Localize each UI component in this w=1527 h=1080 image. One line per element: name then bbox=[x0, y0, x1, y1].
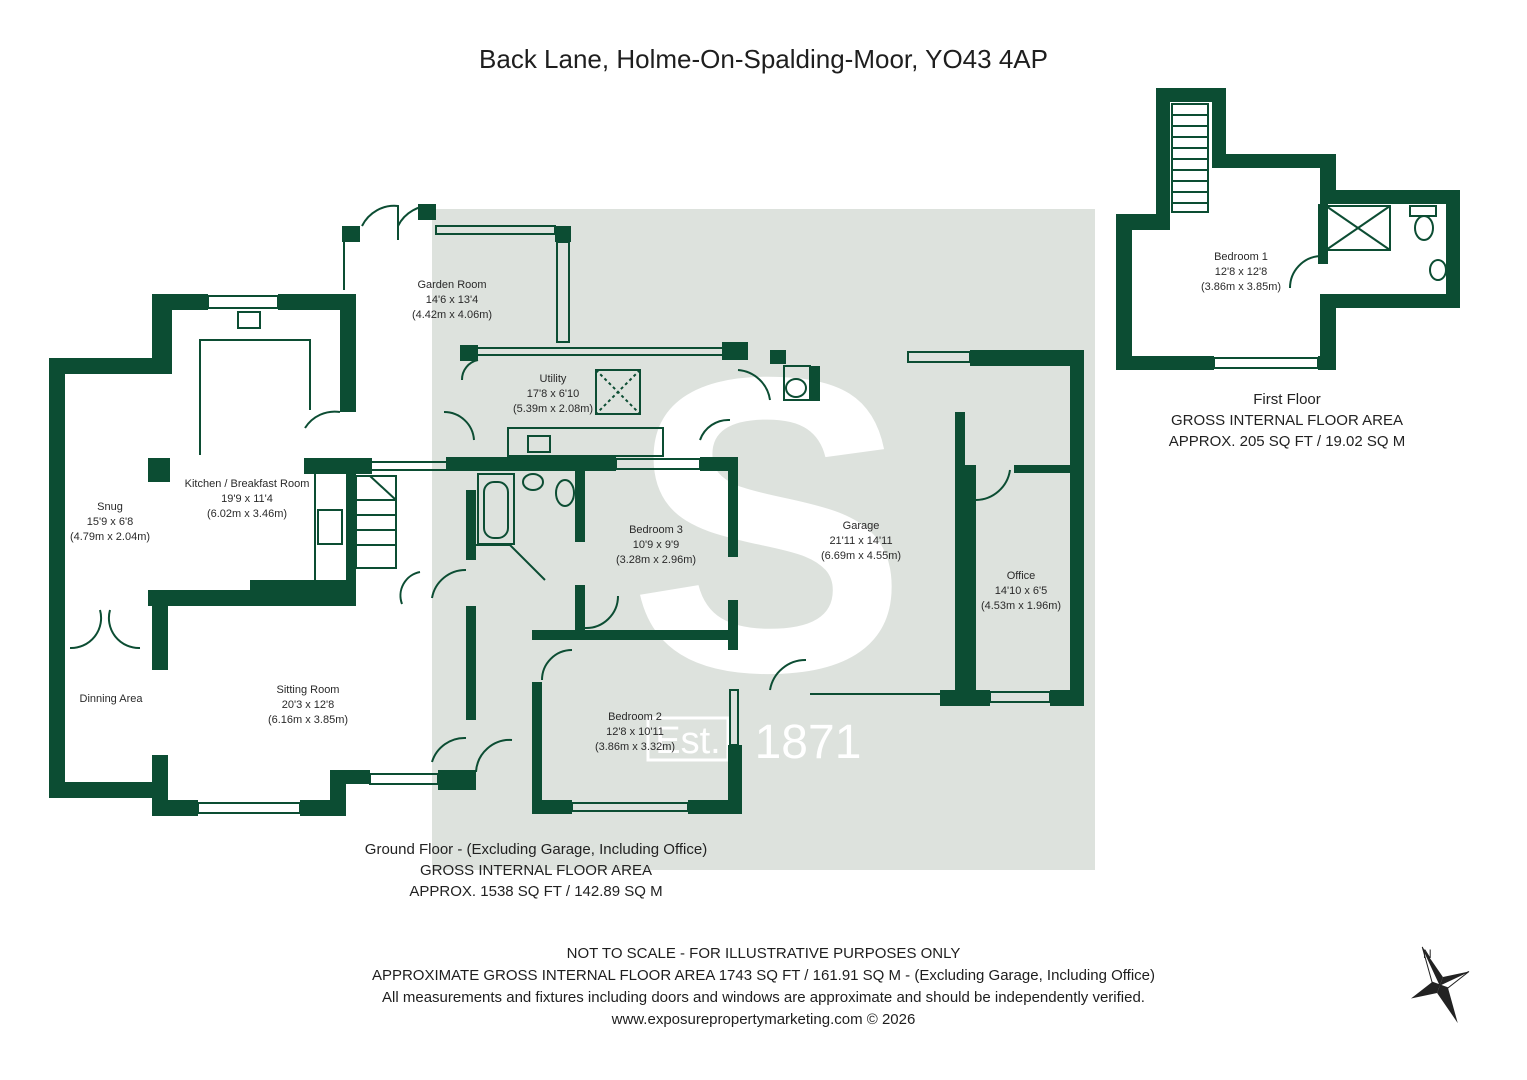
room-name: Bedroom 2 bbox=[608, 711, 662, 723]
ground-floor-area-title: GROSS INTERNAL FLOOR AREA bbox=[419, 862, 652, 879]
first-floor-label: First Floor bbox=[1253, 391, 1321, 408]
room-imperial: 10'9 x 9'9 bbox=[632, 539, 680, 551]
room-name: Sitting Room bbox=[276, 684, 340, 696]
watermark: S Est. 1871 bbox=[432, 209, 1095, 870]
footer-notes: NOT TO SCALE - FOR ILLUSTRATIVE PURPOSES… bbox=[0, 943, 1527, 1031]
room-name: Utility bbox=[539, 373, 567, 385]
watermark-letter: S bbox=[628, 291, 908, 760]
room-metric: (3.86m x 3.85m) bbox=[1200, 281, 1282, 293]
room-office: Office 14'10 x 6'5 (4.53m x 1.96m) bbox=[981, 569, 1061, 614]
first-floor-area-title: GROSS INTERNAL FLOOR AREA bbox=[1170, 412, 1403, 429]
room-metric: (5.39m x 2.08m) bbox=[512, 403, 594, 415]
room-name: Garage bbox=[842, 520, 880, 532]
room-sitting-room: Sitting Room 20'3 x 12'8 (6.16m x 3.85m) bbox=[268, 683, 348, 728]
room-bedroom-3: Bedroom 3 10'9 x 9'9 (3.28m x 2.96m) bbox=[616, 523, 696, 568]
footer-disclaimer: All measurements and fixtures including … bbox=[382, 989, 1145, 1006]
room-snug: Snug 15'9 x 6'8 (4.79m x 2.04m) bbox=[70, 500, 150, 545]
room-bedroom-1: Bedroom 1 12'8 x 12'8 (3.86m x 3.85m) bbox=[1201, 250, 1281, 295]
room-imperial: 14'6 x 13'4 bbox=[425, 294, 479, 306]
room-imperial: 21'11 x 14'11 bbox=[829, 535, 893, 547]
room-name: Snug bbox=[97, 501, 123, 513]
compass-north-label: N bbox=[1423, 947, 1432, 961]
first-floor-area-value: APPROX. 205 SQ FT / 19.02 SQ M bbox=[1168, 433, 1406, 450]
ground-floor-area-value: APPROX. 1538 SQ FT / 142.89 SQ M bbox=[409, 883, 663, 900]
ground-floor-lines bbox=[51, 204, 1083, 814]
room-metric: (6.69m x 4.55m) bbox=[820, 550, 902, 562]
room-imperial: 17'8 x 6'10 bbox=[526, 388, 580, 400]
room-name: Dinning Area bbox=[79, 693, 143, 705]
footer-scale-note: NOT TO SCALE - FOR ILLUSTRATIVE PURPOSES… bbox=[566, 945, 961, 962]
ground-floor-area: Ground Floor - (Excluding Garage, Includ… bbox=[365, 839, 707, 902]
room-garden-room: Garden Room 14'6 x 13'4 (4.42m x 4.06m) bbox=[412, 278, 492, 323]
room-metric: (6.02m x 3.46m) bbox=[206, 508, 288, 520]
first-floor-area: First Floor GROSS INTERNAL FLOOR AREA AP… bbox=[1169, 389, 1405, 452]
room-metric: (3.28m x 2.96m) bbox=[615, 554, 697, 566]
room-utility: Utility 17'8 x 6'10 (5.39m x 2.08m) bbox=[513, 372, 593, 417]
room-name: Office bbox=[1006, 570, 1036, 582]
room-dining-area: Dinning Area bbox=[80, 692, 143, 707]
ground-floor-label: Ground Floor - (Excluding Garage, Includ… bbox=[364, 841, 708, 858]
room-garage: Garage 21'11 x 14'11 (6.69m x 4.55m) bbox=[821, 519, 901, 564]
footer-total-area: APPROXIMATE GROSS INTERNAL FLOOR AREA 17… bbox=[371, 967, 1156, 984]
room-name: Garden Room bbox=[417, 279, 487, 291]
room-imperial: 19'9 x 11'4 bbox=[221, 493, 273, 505]
page-title: Back Lane, Holme-On-Spalding-Moor, YO43 … bbox=[479, 44, 1048, 74]
room-bedroom-2: Bedroom 2 12'8 x 10'11 (3.86m x 3.32m) bbox=[595, 710, 675, 755]
compass-rose-icon bbox=[1410, 946, 1470, 1024]
room-imperial: 12'8 x 12'8 bbox=[1214, 266, 1268, 278]
room-metric: (3.86m x 3.32m) bbox=[594, 741, 676, 753]
room-name: Bedroom 1 bbox=[1214, 251, 1268, 263]
room-imperial: 12'8 x 10'11 bbox=[606, 726, 664, 738]
room-name: Bedroom 3 bbox=[629, 524, 683, 536]
room-metric: (4.53m x 1.96m) bbox=[980, 600, 1062, 612]
room-imperial: 15'9 x 6'8 bbox=[86, 516, 134, 528]
room-metric: (4.79m x 2.04m) bbox=[69, 531, 151, 543]
room-metric: (4.42m x 4.06m) bbox=[411, 309, 493, 321]
first-floor-walls bbox=[1116, 88, 1460, 370]
watermark-est: Est. bbox=[655, 720, 720, 762]
first-floor-lines bbox=[1171, 103, 1447, 369]
room-imperial: 20'3 x 12'8 bbox=[281, 699, 335, 711]
footer-website[interactable]: www.exposurepropertymarketing.com © 2026 bbox=[611, 1011, 916, 1028]
watermark-year: 1871 bbox=[755, 716, 862, 769]
room-imperial: 14'10 x 6'5 bbox=[994, 585, 1048, 597]
room-metric: (6.16m x 3.85m) bbox=[267, 714, 349, 726]
room-name: Kitchen / Breakfast Room bbox=[184, 478, 310, 490]
room-kitchen: Kitchen / Breakfast Room 19'9 x 11'4 (6.… bbox=[185, 477, 310, 522]
